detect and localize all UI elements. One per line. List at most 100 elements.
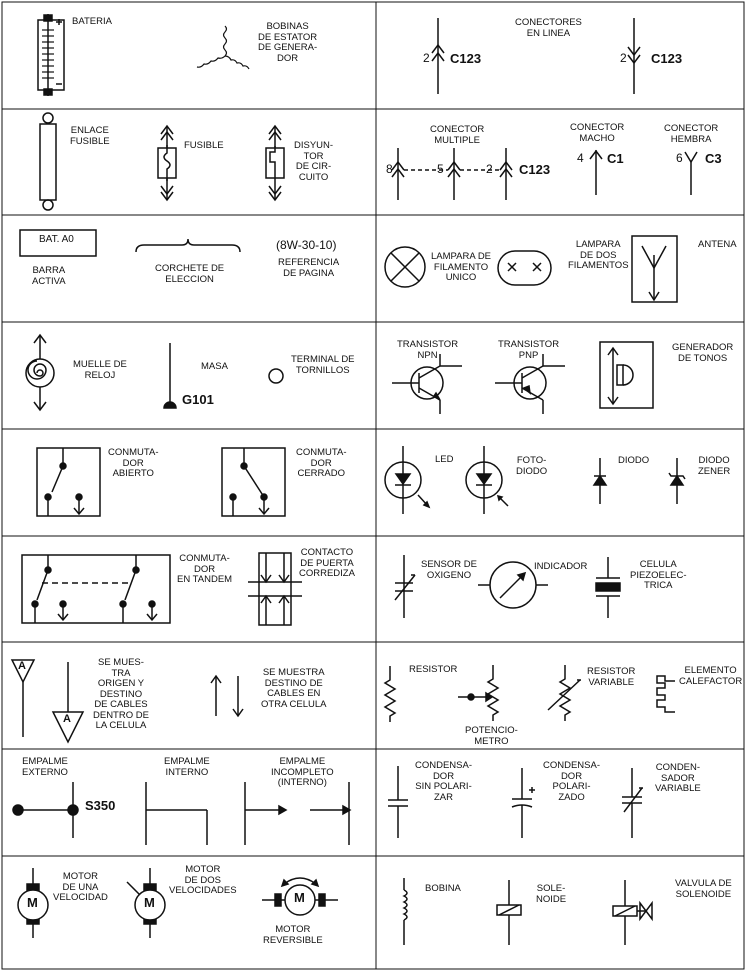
two-speed-motor-icon	[126, 868, 166, 938]
npn-transistor-icon	[392, 354, 462, 414]
indicator-icon	[478, 561, 548, 609]
multi-connector-ref: C123	[519, 162, 551, 177]
inline-connector-ref-2: C123	[651, 51, 683, 66]
heating-element-icon	[656, 675, 675, 713]
label-antena: ANTENA	[698, 239, 737, 250]
inline-connector-num-2: 2	[620, 51, 627, 65]
label-empalme-incompleto: EMPALME INCOMPLETO (INTERNO)	[271, 756, 334, 788]
label-npn: TRANSISTOR NPN	[397, 339, 459, 361]
potentiometer-icon	[458, 665, 500, 721]
label-bobina: BOBINA	[425, 883, 461, 894]
label-diodo-zener: DIODO ZENER	[698, 455, 731, 477]
tandem-switch-icon	[21, 554, 171, 624]
inline-connector-icon	[431, 18, 445, 94]
label-diodo: DIODO	[618, 455, 650, 466]
antenna-icon	[631, 235, 678, 303]
female-connector-icon	[684, 151, 698, 195]
multiple-connector-icon	[391, 148, 513, 200]
solenoid-icon	[496, 880, 522, 945]
fusible-link-icon	[39, 112, 57, 211]
motor-letter-1: M	[27, 895, 38, 910]
label-cond-var: CONDEN- SADOR VARIABLE	[655, 762, 701, 794]
resistor-icon	[383, 666, 397, 722]
closed-switch-icon	[221, 447, 286, 517]
non-polarized-capacitor-icon	[388, 766, 408, 838]
polarized-capacitor-icon	[511, 768, 535, 838]
label-conm-abierto: CONMUTA- DOR ABIERTO	[108, 447, 159, 479]
label-pnp: TRANSISTOR PNP	[498, 339, 560, 361]
external-splice-icon	[12, 782, 79, 838]
piezoelectric-cell-icon	[595, 557, 621, 618]
label-empalme-externo: EMPALME EXTERNO	[22, 756, 68, 778]
photodiode-icon	[465, 446, 509, 514]
inline-connector-ref-1: C123	[450, 51, 482, 66]
variable-capacitor-icon	[622, 768, 643, 838]
triangle-a-1: A	[18, 660, 26, 672]
label-motor-reversible: MOTOR REVERSIBLE	[263, 924, 323, 946]
label-conector-multiple: CONECTOR MULTIPLE	[430, 124, 485, 146]
multi-connector-num-5: 5	[437, 162, 444, 176]
female-connector-ref: C3	[705, 151, 722, 166]
bus-bar-box-text: BAT. A0	[39, 234, 74, 245]
ground-icon	[163, 343, 177, 409]
incomplete-splice-icon	[244, 782, 352, 845]
male-connector-ref: C1	[607, 151, 624, 166]
label-motor-dos: MOTOR DE DOS VELOCIDADES	[169, 864, 237, 896]
label-resistor-variable: RESISTOR VARIABLE	[587, 666, 636, 688]
zener-diode-icon	[668, 458, 686, 504]
label-otra-celula: SE MUESTRA DESTINO DE CABLES EN OTRA CEL…	[261, 667, 327, 710]
label-conectores-linea: CONECTORES EN LINEA	[515, 17, 582, 39]
female-connector-num: 6	[676, 151, 683, 165]
multi-connector-num-2: 2	[486, 162, 493, 176]
pnp-transistor-icon	[495, 354, 565, 414]
page-reference-code: (8W-30-10)	[276, 238, 337, 252]
label-barra-activa: BARRA ACTIVA	[32, 265, 66, 287]
label-origen-destino: SE MUES- TRA ORIGEN Y DESTINO DE CABLES …	[93, 657, 149, 731]
label-enlace-fusible: ENLACE FUSIBLE	[70, 125, 110, 147]
ground-ref: G101	[182, 392, 214, 407]
label-lampara-unico: LAMPARA DE FILAMENTO UNICO	[431, 251, 492, 283]
label-conm-cerrado: CONMUTA- DOR CERRADO	[296, 447, 347, 479]
oxygen-sensor-icon	[394, 555, 416, 618]
label-bobinas: BOBINAS DE ESTATOR DE GENERA- DOR	[258, 21, 318, 64]
splice-ref: S350	[85, 798, 116, 813]
solenoid-valve-icon	[612, 880, 653, 945]
wire-origin-destination-icon	[10, 659, 85, 744]
label-disyuntor: DISYUN- TOR DE CIR- CUITO	[294, 140, 334, 183]
label-fusible: FUSIBLE	[184, 140, 224, 151]
reversible-motor-icon	[262, 877, 338, 916]
double-filament-lamp-icon	[497, 250, 552, 286]
label-elemento-calefactor: ELEMENTO CALEFACTOR	[679, 665, 743, 687]
inline-connector-num-1: 2	[423, 51, 430, 65]
coil-icon	[402, 878, 408, 945]
led-icon	[384, 446, 431, 514]
clock-spring-icon	[25, 333, 55, 412]
other-cell-arrows-icon	[210, 674, 244, 718]
label-celula: CELULA PIEZOELEC- TRICA	[630, 559, 687, 591]
tone-generator-icon	[599, 341, 654, 409]
open-switch-icon	[36, 447, 101, 517]
label-valvula: VALVULA DE SOLENOIDE	[675, 878, 732, 900]
label-conector-macho: CONECTOR MACHO	[570, 122, 625, 144]
label-generador-tonos: GENERADOR DE TONOS	[672, 342, 734, 364]
label-fotodiodo: FOTO- DIODO	[516, 455, 548, 477]
label-bateria: BATERIA	[72, 16, 112, 27]
label-masa: MASA	[201, 361, 228, 372]
variable-resistor-icon	[547, 665, 581, 721]
sliding-door-contact-icon	[248, 552, 302, 626]
label-sensor-oxigeno: SENSOR DE OXIGENO	[421, 559, 477, 581]
battery-icon	[37, 14, 65, 96]
fuse-icon	[157, 124, 177, 202]
selection-bracket-icon	[135, 238, 241, 253]
bus-bar-icon	[19, 229, 97, 257]
label-cond-pol: CONDENSA- DOR POLARI- ZADO	[543, 760, 601, 803]
internal-splice-icon	[145, 782, 208, 845]
stator-coils-icon	[196, 25, 250, 70]
circuit-breaker-icon	[265, 124, 285, 202]
label-conector-hembra: CONECTOR HEMBRA	[664, 123, 719, 145]
label-empalme-interno: EMPALME INTERNO	[164, 756, 210, 778]
label-indicador: INDICADOR	[534, 561, 588, 572]
